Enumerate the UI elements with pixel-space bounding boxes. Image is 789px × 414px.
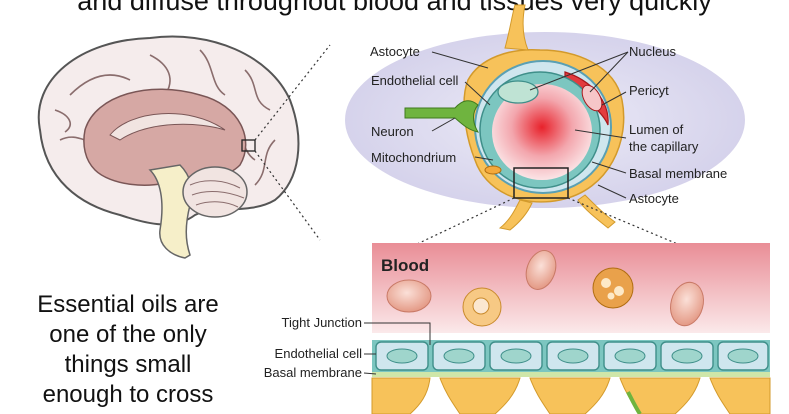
capillary-zoom-box	[513, 167, 569, 199]
label-pericyt: Pericyt	[629, 83, 669, 98]
side-caption-line: Essential oils are	[37, 291, 219, 318]
lumen	[492, 84, 592, 180]
neuron	[404, 100, 480, 133]
label-basal-membrane: Basal membrane	[629, 166, 727, 181]
headline: and diffuse throughout blood and tissues…	[77, 0, 712, 16]
label-lumen-line2: the capillary	[629, 139, 699, 154]
astrocyte-feet-bottom	[371, 377, 771, 414]
label-astrocyte-top: Astocyte	[370, 44, 420, 59]
red-blood-cells	[386, 250, 704, 327]
label-basal-membrane-barrier: Basal membrane	[264, 365, 362, 380]
side-caption-line: enough to cross	[42, 381, 214, 408]
endothelial-nucleus	[497, 80, 539, 104]
label-mitochondrium: Mitochondrium	[371, 150, 456, 165]
label-blood: Blood	[381, 256, 429, 275]
brain-zoom-box	[241, 139, 256, 152]
basal-membrane-layer	[372, 372, 770, 377]
side-caption-line: one of the only	[49, 321, 207, 348]
endothelial-nuclei	[386, 348, 759, 364]
label-neuron: Neuron	[371, 124, 414, 139]
white-blood-cells	[462, 267, 634, 327]
label-endothelial-cell: Endothelial cell	[371, 73, 459, 88]
label-tight-junction: Tight Junction	[282, 315, 362, 330]
label-endothelial-cell-barrier: Endothelial cell	[275, 346, 363, 361]
blood-region	[372, 243, 770, 333]
side-caption-line: things small	[64, 351, 192, 378]
label-astrocyte-bottom: Astocyte	[629, 191, 679, 206]
label-nucleus: Nucleus	[629, 44, 676, 59]
label-lumen-line1: Lumen of	[629, 122, 684, 137]
side-caption: Essential oils are one of the only thing…	[18, 290, 238, 410]
